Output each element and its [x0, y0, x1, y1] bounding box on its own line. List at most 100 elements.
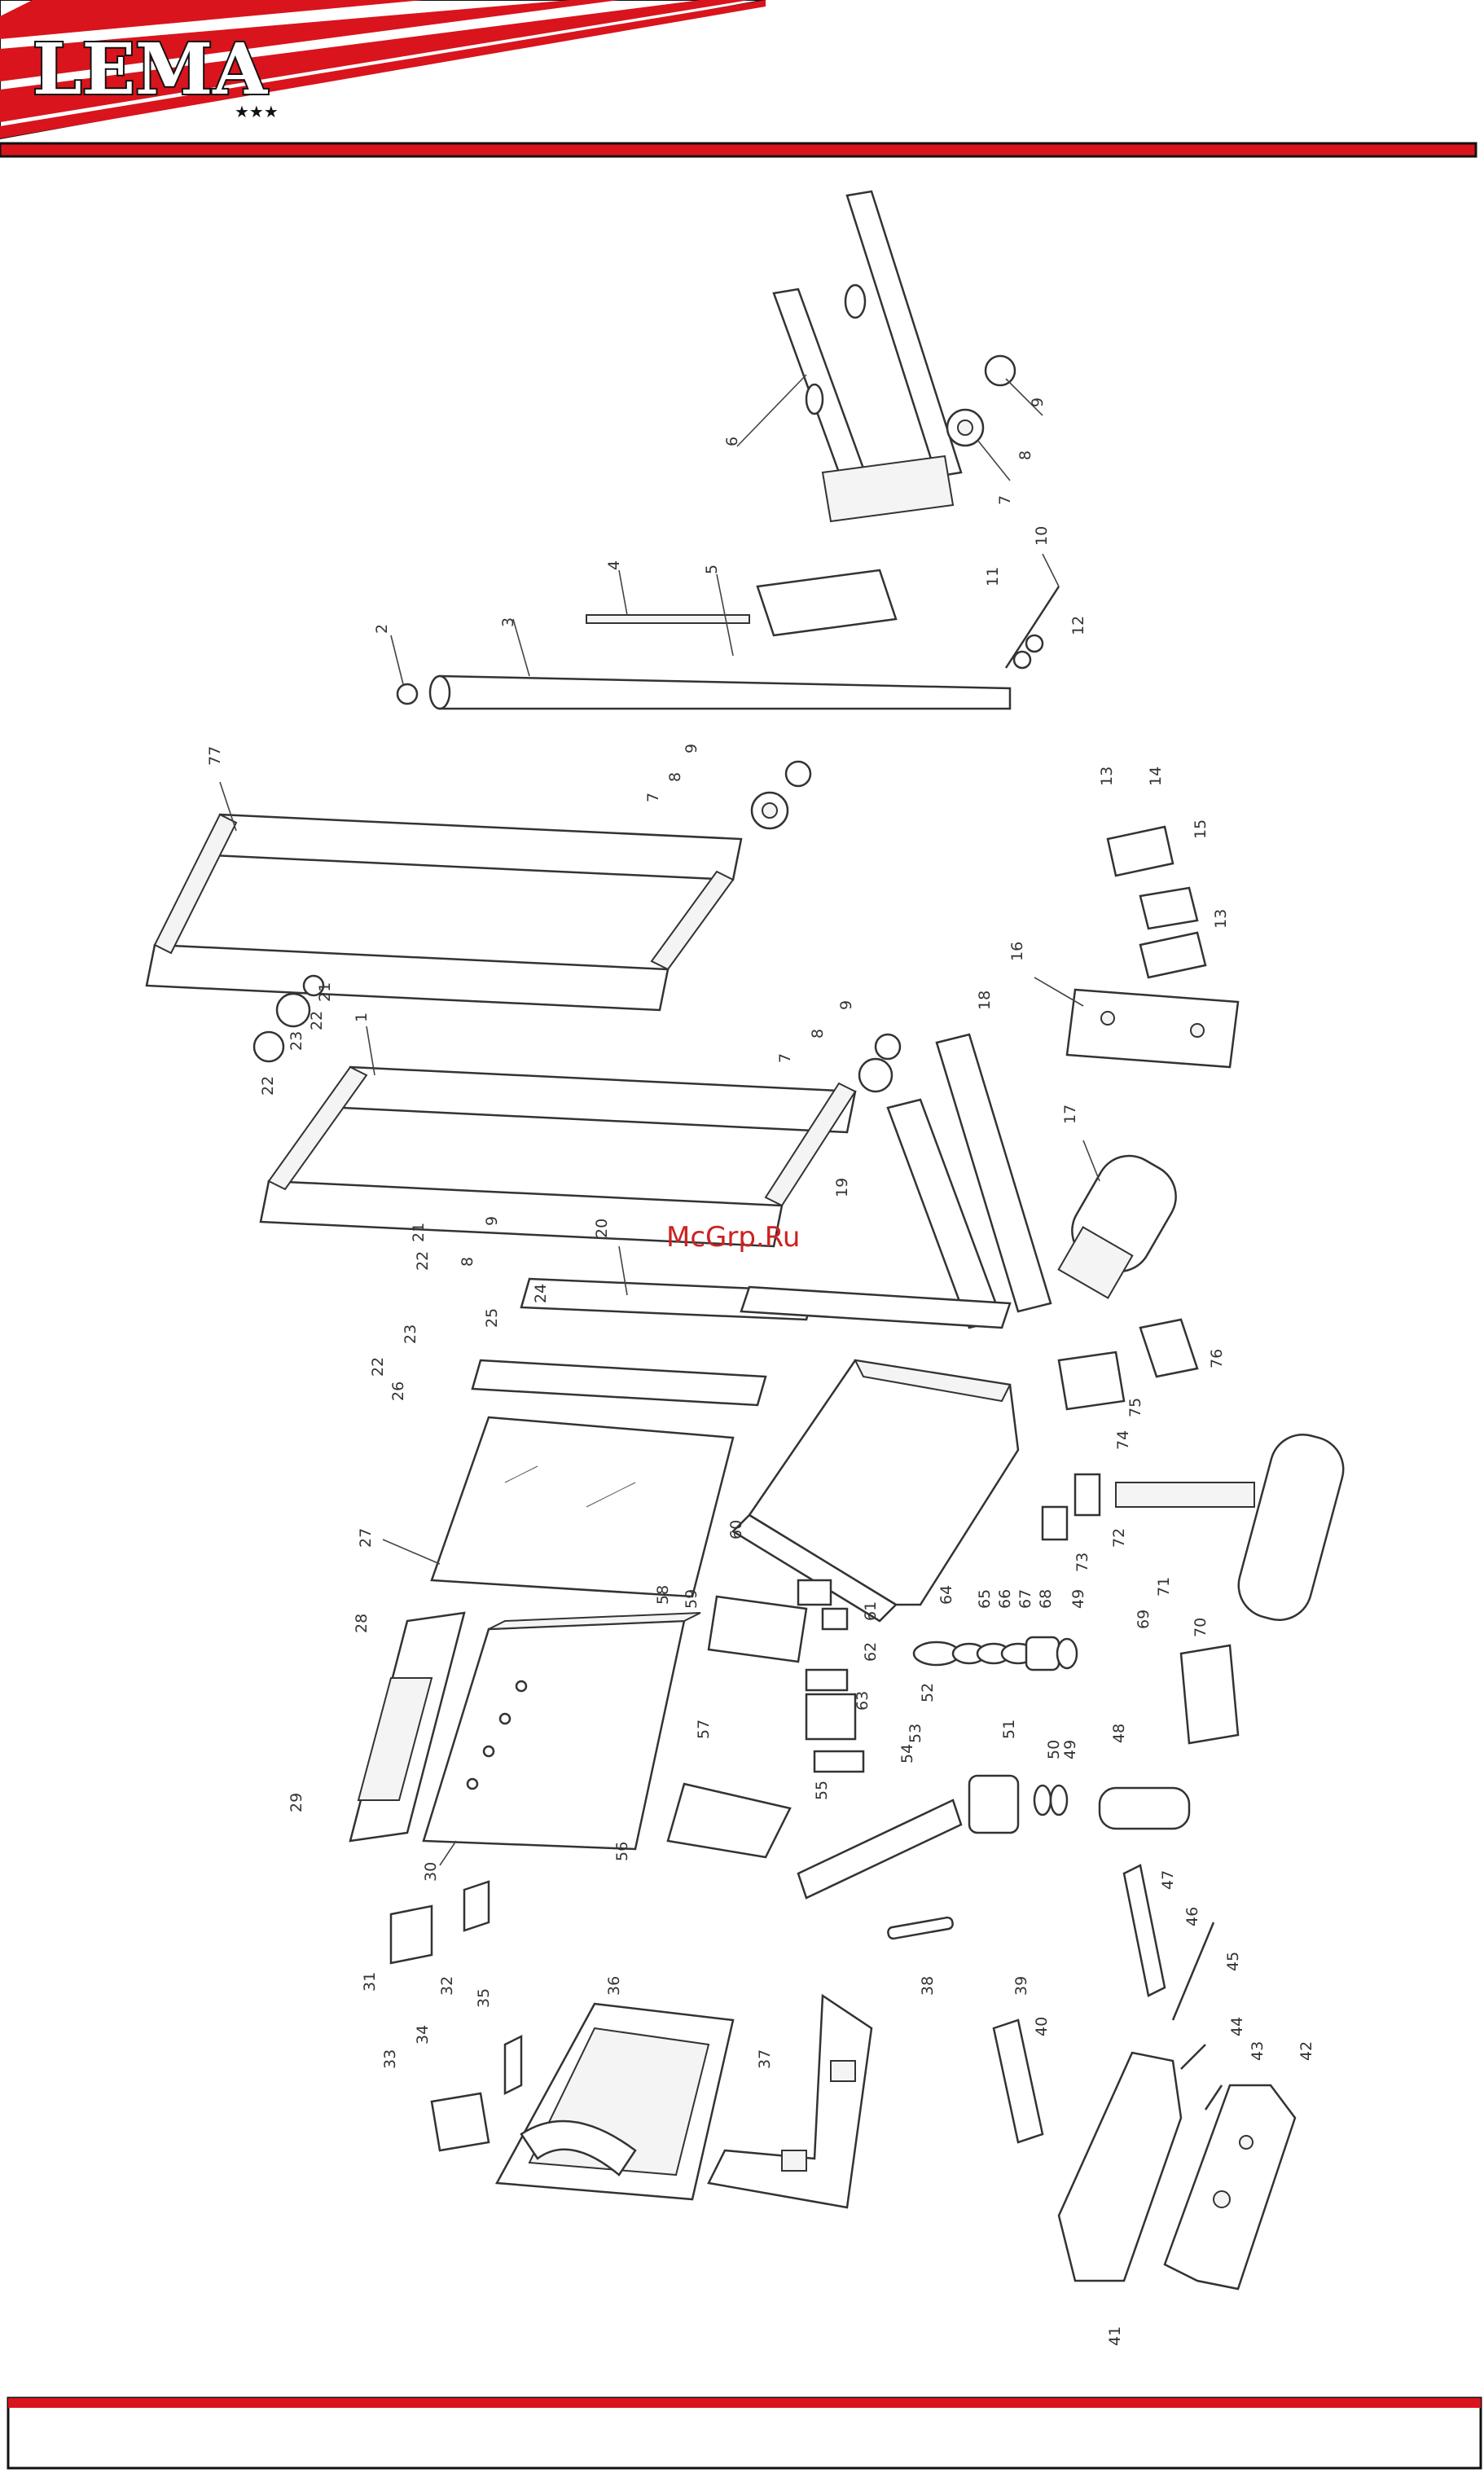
part-inner-mast	[261, 1026, 855, 1246]
callout-part-5: 5	[703, 564, 721, 574]
callout-part-22: 22	[259, 1076, 277, 1096]
callout-part-11: 11	[984, 567, 1002, 586]
callout-part-4: 4	[605, 560, 623, 570]
part-motor	[1059, 1140, 1188, 1298]
part-glass-panel	[383, 1417, 733, 1597]
logo: LEMA ★★★	[33, 29, 279, 121]
callout-part-60: 60	[727, 1520, 745, 1540]
callout-part-43: 43	[1249, 2041, 1267, 2061]
page-footer	[0, 2395, 1484, 2473]
callout-part-22: 22	[414, 1251, 432, 1271]
callout-part-28: 28	[353, 1614, 371, 1633]
callout-part-39: 39	[1012, 1976, 1030, 1996]
callout-part-40: 40	[1033, 2017, 1051, 2036]
callout-part-23: 23	[402, 1324, 419, 1344]
callout-part-58: 58	[654, 1585, 672, 1605]
callout-part-3: 3	[499, 617, 517, 627]
part-side-plate	[1034, 827, 1238, 1067]
callout-part-70: 70	[1192, 1618, 1210, 1637]
callout-part-76: 76	[1208, 1349, 1226, 1368]
part-fork-arm	[888, 1034, 1051, 1328]
callout-part-9: 9	[837, 1000, 855, 1010]
callout-part-12: 12	[1069, 616, 1087, 635]
callout-part-34: 34	[414, 2025, 432, 2045]
callout-part-26: 26	[389, 1381, 407, 1401]
callout-part-18: 18	[976, 991, 994, 1010]
part-top-rollers	[947, 356, 1043, 481]
callout-part-38: 38	[919, 1976, 937, 1996]
callout-part-61: 61	[862, 1601, 880, 1621]
callout-part-65: 65	[976, 1589, 994, 1609]
callout-part-24: 24	[532, 1284, 550, 1303]
callout-part-77: 77	[206, 746, 224, 766]
callout-part-45: 45	[1224, 1952, 1242, 1971]
callout-part-7: 7	[644, 793, 662, 802]
part-chain	[586, 570, 749, 656]
part-bracket-69	[1181, 1645, 1238, 1743]
callout-part-1: 1	[353, 1012, 371, 1022]
callout-part-48: 48	[1110, 1724, 1128, 1743]
callout-part-36: 36	[605, 1976, 623, 1996]
callout-part-17: 17	[1061, 1105, 1079, 1124]
callout-part-20: 20	[593, 1219, 611, 1238]
callout-part-55: 55	[813, 1781, 831, 1800]
callout-part-56: 56	[613, 1842, 631, 1861]
callout-part-8: 8	[809, 1029, 827, 1039]
callout-part-59: 59	[683, 1589, 700, 1609]
part-outer-frame	[147, 782, 741, 1010]
part-middle-rollers	[254, 762, 900, 1092]
footer-rule	[8, 2398, 1481, 2408]
watermark-text: McGrp.Ru	[666, 1221, 800, 1254]
callout-part-53: 53	[907, 1724, 924, 1743]
callout-part-9: 9	[1029, 398, 1047, 407]
callout-part-74: 74	[1114, 1430, 1132, 1450]
callout-part-13: 13	[1098, 766, 1116, 786]
callout-part-22: 22	[308, 1011, 326, 1030]
callout-part-42: 42	[1297, 2041, 1315, 2061]
callout-part-7: 7	[996, 495, 1014, 505]
callout-part-33: 33	[381, 2049, 399, 2069]
page-header: LEMA ★★★	[0, 0, 1484, 163]
part-valve-block	[709, 1580, 855, 1739]
callout-part-14: 14	[1147, 766, 1165, 786]
part-pump-assembly	[1043, 1427, 1350, 1627]
callout-part-31: 31	[361, 1972, 379, 1992]
part-cylinder-pin	[1006, 554, 1059, 668]
callout-part-75: 75	[1126, 1398, 1144, 1417]
callout-part-13: 13	[1212, 909, 1230, 929]
callout-part-41: 41	[1106, 2326, 1124, 2346]
callout-part-49: 49	[1061, 1740, 1079, 1759]
callout-part-2: 2	[373, 624, 391, 634]
callout-part-8: 8	[459, 1257, 476, 1267]
callout-part-63: 63	[854, 1691, 872, 1711]
callout-part-23: 23	[288, 1031, 305, 1051]
callout-part-71: 71	[1155, 1577, 1173, 1597]
callout-part-72: 72	[1110, 1528, 1128, 1548]
footer-frame	[8, 2398, 1481, 2468]
part-mast-top	[737, 191, 961, 635]
callout-part-7: 7	[776, 1053, 794, 1063]
callout-part-8: 8	[1016, 450, 1034, 460]
callout-part-15: 15	[1192, 819, 1210, 839]
callout-part-68: 68	[1037, 1589, 1055, 1609]
callout-part-51: 51	[1000, 1720, 1018, 1739]
callout-part-21: 21	[410, 1223, 428, 1242]
callout-part-32: 32	[438, 1976, 456, 1996]
part-motor-bracket	[1059, 1320, 1197, 1409]
part-drive-group	[668, 1751, 1189, 1898]
callout-part-50: 50	[1045, 1740, 1063, 1759]
part-spring-38	[887, 1917, 953, 1939]
logo-stars: ★★★	[235, 102, 279, 121]
part-hydraulic-cylinder	[391, 619, 1010, 709]
callout-part-67: 67	[1016, 1589, 1034, 1609]
header-rule	[0, 143, 1476, 156]
callout-part-62: 62	[862, 1642, 880, 1662]
callout-part-27: 27	[357, 1528, 375, 1548]
callout-part-66: 66	[996, 1589, 1014, 1609]
callout-part-73: 73	[1073, 1553, 1091, 1572]
callout-part-19: 19	[833, 1178, 851, 1197]
part-rear-cover	[709, 1996, 872, 2207]
callout-part-37: 37	[756, 2049, 774, 2069]
callout-part-46: 46	[1183, 1907, 1201, 1926]
callout-part-64: 64	[937, 1585, 955, 1605]
